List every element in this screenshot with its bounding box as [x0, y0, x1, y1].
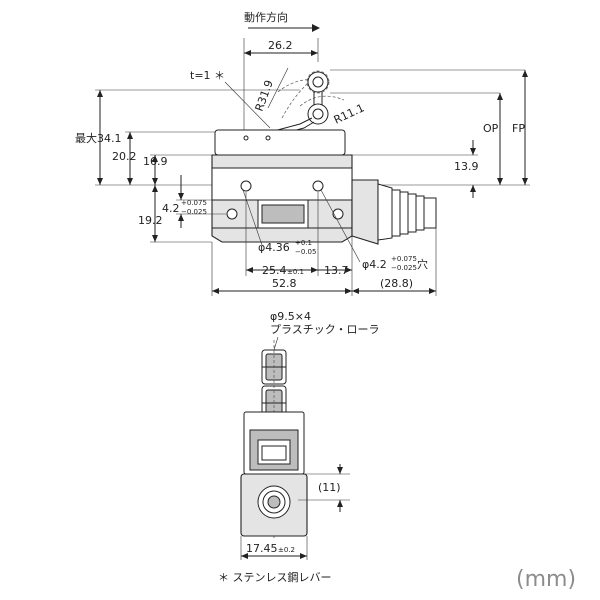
hole-4-36-label: φ4.36 — [258, 241, 290, 254]
direction-arrow-icon — [248, 24, 320, 32]
dim-13-9: 13.9 — [454, 160, 479, 173]
dim-13-7: 13.7 — [324, 264, 349, 277]
unit-label: (mm) — [516, 567, 576, 592]
hole-4-36-tol-up: +0.1 — [295, 239, 312, 247]
roller-upper — [307, 71, 329, 93]
dim-28-8: (28.8) — [380, 277, 413, 290]
side-view: φ9.5×4 プラスチック・ローラ (11) — [240, 310, 380, 560]
dim-25-4: 25.4 — [262, 264, 287, 277]
dim-4-2-left: 4.2 — [162, 202, 180, 215]
hole-4-2-tol-dn: −0.025 — [391, 264, 417, 272]
footnote: ＊ ステンレス鋼レバー — [218, 570, 332, 584]
roller-name-label: プラスチック・ローラ — [270, 323, 380, 336]
lever-thickness-label: t=1 ＊ — [190, 69, 225, 82]
hole-4-2-tol-up: +0.075 — [391, 255, 417, 263]
dim-17-45: 17.45 — [246, 542, 278, 555]
roller-spec-label: φ9.5×4 — [270, 310, 311, 323]
radius-11-1-label: R11.1 — [332, 101, 367, 126]
dim-52-8: 52.8 — [272, 277, 297, 290]
cable-gland — [351, 179, 437, 245]
hole-4-36-tol-dn: −0.05 — [295, 248, 316, 256]
dim-17-45-tol: ±0.2 — [278, 546, 295, 554]
hole-4-2-label: φ4.2 — [362, 258, 387, 271]
dim-26-2: 26.2 — [268, 39, 293, 52]
front-view: 動作方向 26.2 t=1 ＊ R31.9 R11.1 — [75, 10, 530, 296]
dim-4-2-left-tol-up: +0.075 — [181, 199, 207, 207]
op-label: OP — [483, 122, 499, 135]
hole-4-2-suffix: 穴 — [417, 257, 428, 271]
dim-max-34-1: 最大34.1 — [75, 131, 122, 145]
radius-31-9-label: R31.9 — [253, 78, 276, 113]
dim-19-2: 19.2 — [138, 214, 163, 227]
roller-lower — [307, 103, 329, 125]
dim-16-9: 16.9 — [143, 155, 168, 168]
direction-label: 動作方向 — [244, 10, 288, 24]
dim-20-2: 20.2 — [112, 150, 137, 163]
dim-11: (11) — [318, 481, 341, 494]
dim-4-2-left-tol-dn: −0.025 — [181, 208, 207, 216]
dim-25-4-tol: ±0.1 — [287, 268, 304, 276]
fp-label: FP — [512, 122, 525, 135]
